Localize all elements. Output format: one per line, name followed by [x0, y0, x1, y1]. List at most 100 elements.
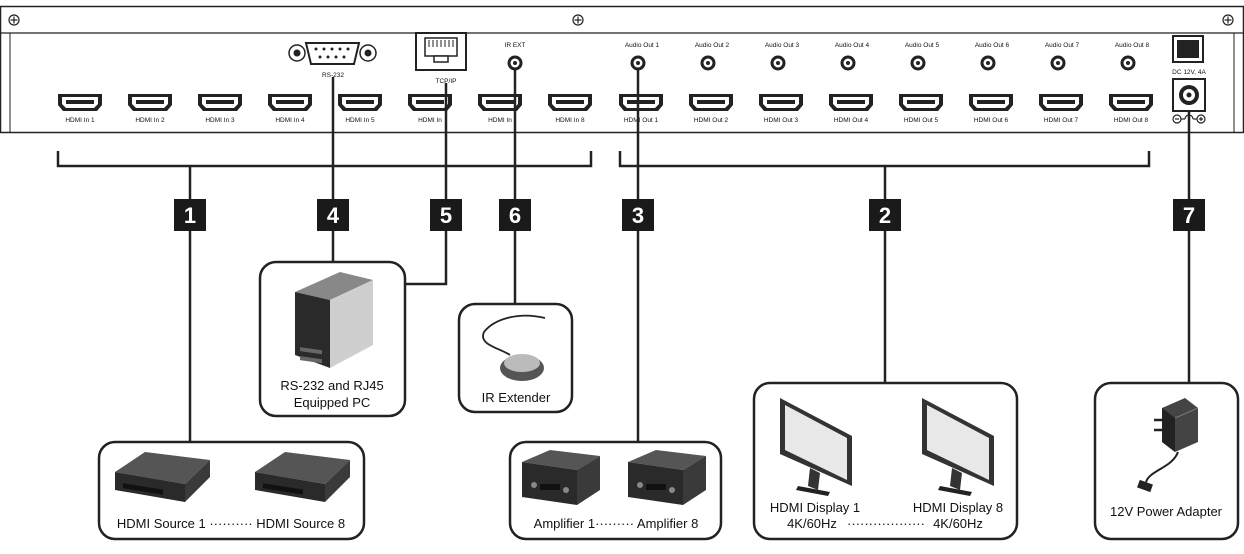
- rs232-port: [288, 42, 377, 65]
- audio-out-jack-icon: [1050, 55, 1066, 71]
- hdmi-sources-label: HDMI Source 1 ·········· HDMI Source 8: [117, 516, 345, 531]
- hdmi-in-label: HDMI In 5: [345, 117, 375, 124]
- audio-out-label: Audio Out 1: [625, 42, 660, 49]
- tcpip-port: [415, 32, 467, 71]
- hdmi-in-port-icon: [128, 94, 172, 111]
- badge-number: 1: [184, 203, 196, 228]
- hdmi-in-port-icon: [338, 94, 382, 111]
- dc-power-jack: [1172, 78, 1206, 112]
- audio-out-row: Audio Out 1 Audio Out 2 Audio Out 3 Audio O…: [625, 42, 1150, 71]
- hdmi-in-port-icon: [548, 94, 592, 111]
- ir-extender-box: IR Extender: [457, 302, 574, 414]
- audio-out-label: Audio Out 4: [835, 42, 870, 49]
- hdmi-in-label: HDMI In 8: [555, 117, 585, 124]
- pc-label-line2: Equipped PC: [294, 395, 371, 410]
- back-panel: RS-232 TCP/IP IR EXT DC 12V, 4A: [0, 5, 1244, 134]
- rs232-label: RS-232: [322, 72, 344, 79]
- hdmi-in-row: HDMI In 1 HDMI In 2 HDMI In 3 HDMI In 4 HDMI…: [58, 94, 592, 124]
- hdmi-in-port-icon: [268, 94, 312, 111]
- number-badge: 5: [430, 199, 462, 231]
- screw-right-icon: [1222, 14, 1234, 26]
- screw-left-icon: [8, 14, 20, 26]
- hdmi-in-label: HDMI In: [418, 117, 442, 124]
- power-switch: [1172, 35, 1204, 63]
- hdmi-in-label: HDMI In: [488, 117, 512, 124]
- hdmi-out-label: HDMI Out 5: [904, 117, 939, 124]
- audio-out-label: Audio Out 3: [765, 42, 800, 49]
- audio-out-jack-icon: [700, 55, 716, 71]
- screw-center-icon: [572, 14, 584, 26]
- hdmi-out-label: HDMI Out 2: [694, 117, 729, 124]
- power-adapter-box: 12V Power Adapter: [1093, 381, 1240, 541]
- audio-out-jack-icon: [910, 55, 926, 71]
- hdmi-out-port-icon: [619, 94, 663, 111]
- badge-number: 2: [879, 203, 891, 228]
- pc-tower-icon: [295, 272, 373, 368]
- audio-out-jack-icon: [630, 55, 646, 71]
- audio-out-label: Audio Out 8: [1115, 42, 1150, 49]
- number-badges: 1 2 3 4 5 6 7: [174, 199, 1205, 231]
- badge-number: 3: [632, 203, 644, 228]
- ir-extender-label: IR Extender: [482, 390, 551, 405]
- audio-out-jack-icon: [770, 55, 786, 71]
- ir-ext-jack-icon: [507, 55, 523, 71]
- hdmi-out-port-icon: [1039, 94, 1083, 111]
- hdmi-out-port-icon: [899, 94, 943, 111]
- hdmi-in-label: HDMI In 2: [135, 117, 165, 124]
- hdmi-in-label: HDMI In 4: [275, 117, 305, 124]
- hdmi-out-label: HDMI Out 8: [1114, 117, 1149, 124]
- hdmi-out-port-icon: [689, 94, 733, 111]
- pc-label-line1: RS-232 and RJ45: [280, 378, 383, 393]
- display-8-resolution: 4K/60Hz: [933, 516, 983, 531]
- number-badge: 6: [499, 199, 531, 231]
- number-badge: 1: [174, 199, 206, 231]
- hdmi-out-label: HDMI Out 6: [974, 117, 1009, 124]
- amplifiers-label: Amplifier 1········· Amplifier 8: [534, 516, 699, 531]
- number-badge: 7: [1173, 199, 1205, 231]
- audio-out-jack-icon: [1120, 55, 1136, 71]
- hdmi-out-label: HDMI Out 1: [624, 117, 659, 124]
- number-badge: 2: [869, 199, 901, 231]
- power-adapter-label: 12V Power Adapter: [1110, 504, 1223, 519]
- hdmi-in-port-icon: [58, 94, 102, 111]
- audio-out-label: Audio Out 6: [975, 42, 1010, 49]
- polarity-symbol-icon: [1172, 114, 1206, 124]
- hdmi-out-port-icon: [969, 94, 1013, 111]
- audio-out-label: Audio Out 5: [905, 42, 940, 49]
- hdmi-sources-box: HDMI Source 1 ·········· HDMI Source 8: [97, 440, 366, 541]
- pc-box: RS-232 and RJ45 Equipped PC: [258, 260, 407, 418]
- hdmi-out-port-icon: [1109, 94, 1153, 111]
- hdmi-in-port-icon: [198, 94, 242, 111]
- amplifier-1-icon: [522, 450, 600, 505]
- hdmi-out-port-icon: [829, 94, 873, 111]
- audio-out-label: Audio Out 2: [695, 42, 730, 49]
- hdmi-in-label: HDMI In 3: [205, 117, 235, 124]
- hdmi-in-label: HDMI In 1: [65, 117, 95, 124]
- dc-power-label: DC 12V, 4A: [1172, 69, 1206, 76]
- amplifiers-box: Amplifier 1········· Amplifier 8: [508, 440, 723, 541]
- number-badge: 4: [317, 199, 349, 231]
- displays-box: HDMI Display 1 4K/60Hz ·················…: [752, 381, 1019, 541]
- hdmi-out-row: HDMI Out 1 HDMI Out 2 HDMI Out 3 HDMI Out 4…: [619, 94, 1153, 124]
- hdmi-out-label: HDMI Out 7: [1044, 117, 1079, 124]
- display-8-name: HDMI Display 8: [913, 500, 1003, 515]
- audio-out-label: Audio Out 7: [1045, 42, 1080, 49]
- badge-number: 7: [1183, 203, 1195, 228]
- display-1-name: HDMI Display 1: [770, 500, 860, 515]
- display-1-resolution: 4K/60Hz: [787, 516, 837, 531]
- audio-out-jack-icon: [840, 55, 856, 71]
- audio-out-jack-icon: [980, 55, 996, 71]
- ir-extender-icon: [482, 314, 546, 381]
- tcpip-label: TCP/IP: [436, 78, 457, 85]
- hdmi-out-label: HDMI Out 4: [834, 117, 869, 124]
- badge-number: 4: [327, 203, 340, 228]
- hdmi-out-port-icon: [759, 94, 803, 111]
- number-badge: 3: [622, 199, 654, 231]
- badge-number: 5: [440, 203, 452, 228]
- hdmi-out-label: HDMI Out 3: [764, 117, 799, 124]
- display-separator-dots: ··················: [847, 516, 925, 531]
- amplifier-8-icon: [628, 450, 706, 505]
- irext-label: IR EXT: [505, 42, 526, 49]
- badge-number: 6: [509, 203, 521, 228]
- power-adapter-icon: [1137, 398, 1199, 493]
